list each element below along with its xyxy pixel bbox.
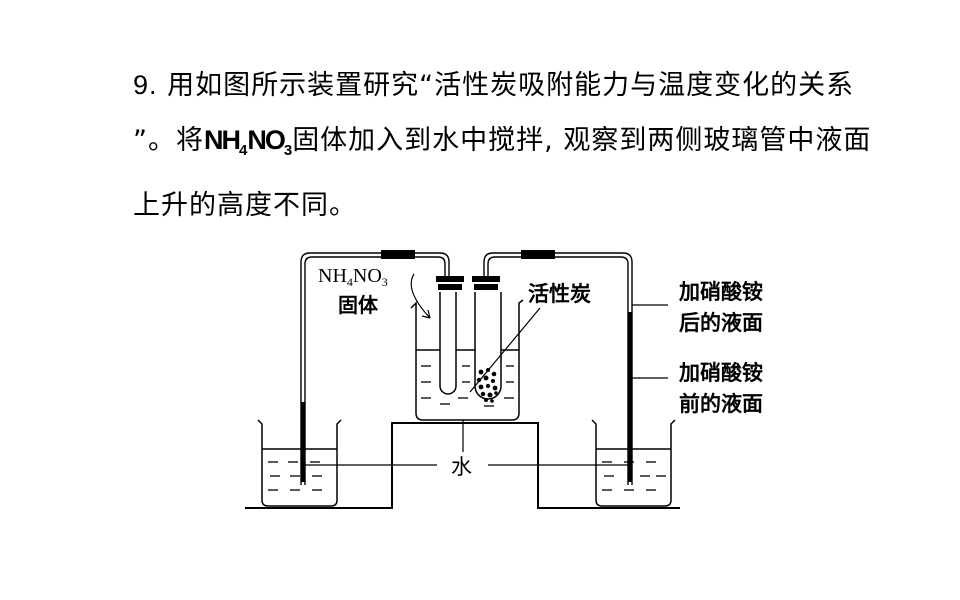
chem-formula-nh4no3: NH4NO3 xyxy=(204,125,292,159)
activated-carbon-granules xyxy=(476,368,498,403)
after-label-2: 后的液面 xyxy=(679,311,763,335)
chem-no: NO xyxy=(247,125,285,155)
chem-sub-3: 3 xyxy=(283,142,293,159)
left-stopper xyxy=(436,276,464,290)
after-label-1: 加硝酸铵 xyxy=(678,280,763,304)
nh4no3-label: NH4NO3 xyxy=(318,265,388,289)
question-line-1: 9. 用如图所示装置研究“活性炭吸附能力与温度变化的关系 xyxy=(133,58,923,113)
before-label-1: 加硝酸铵 xyxy=(678,361,763,385)
right-test-tube xyxy=(474,292,502,400)
right-stopper xyxy=(472,276,500,290)
chem-sub-4: 4 xyxy=(239,142,248,159)
question-text-2a: ”。将 xyxy=(133,125,204,156)
chem-h: H xyxy=(221,125,241,155)
left-rubber-connector xyxy=(381,250,415,259)
carbon-pointer xyxy=(469,307,541,393)
carbon-label: 活性炭 xyxy=(528,282,591,306)
question-text-2b: 固体加入到水中搅拌, 观察到两侧玻璃管中液面 xyxy=(292,125,872,156)
water-label: 水 xyxy=(451,455,472,479)
water-dashes xyxy=(268,365,666,491)
leader-lines xyxy=(305,273,668,466)
right-beaker xyxy=(591,419,676,507)
question-text-1: 用如图所示装置研究“活性炭吸附能力与温度变化的关系 xyxy=(157,70,855,101)
left-tube-liquid-column xyxy=(301,402,305,482)
left-beaker xyxy=(257,419,342,507)
question-line-3: 上升的高度不同。 xyxy=(133,178,923,233)
table-base xyxy=(245,422,680,509)
right-tube-liquid-column xyxy=(628,312,632,482)
center-beaker xyxy=(410,299,524,421)
solid-label: 固体 xyxy=(338,293,379,317)
question-text-3: 上升的高度不同。 xyxy=(133,190,357,221)
right-rubber-connector xyxy=(521,250,555,259)
chem-n: N xyxy=(204,125,223,155)
question-text: 9. 用如图所示装置研究“活性炭吸附能力与温度变化的关系 ”。将NH4NO3固体… xyxy=(133,58,923,233)
left-test-tube xyxy=(439,292,457,395)
question-number: 9. xyxy=(133,70,158,100)
before-label-2: 前的液面 xyxy=(679,392,763,416)
glass-tubes xyxy=(300,252,633,485)
solid-pointer xyxy=(410,273,431,319)
question-line-2: ”。将NH4NO3固体加入到水中搅拌, 观察到两侧玻璃管中液面 xyxy=(133,113,923,178)
